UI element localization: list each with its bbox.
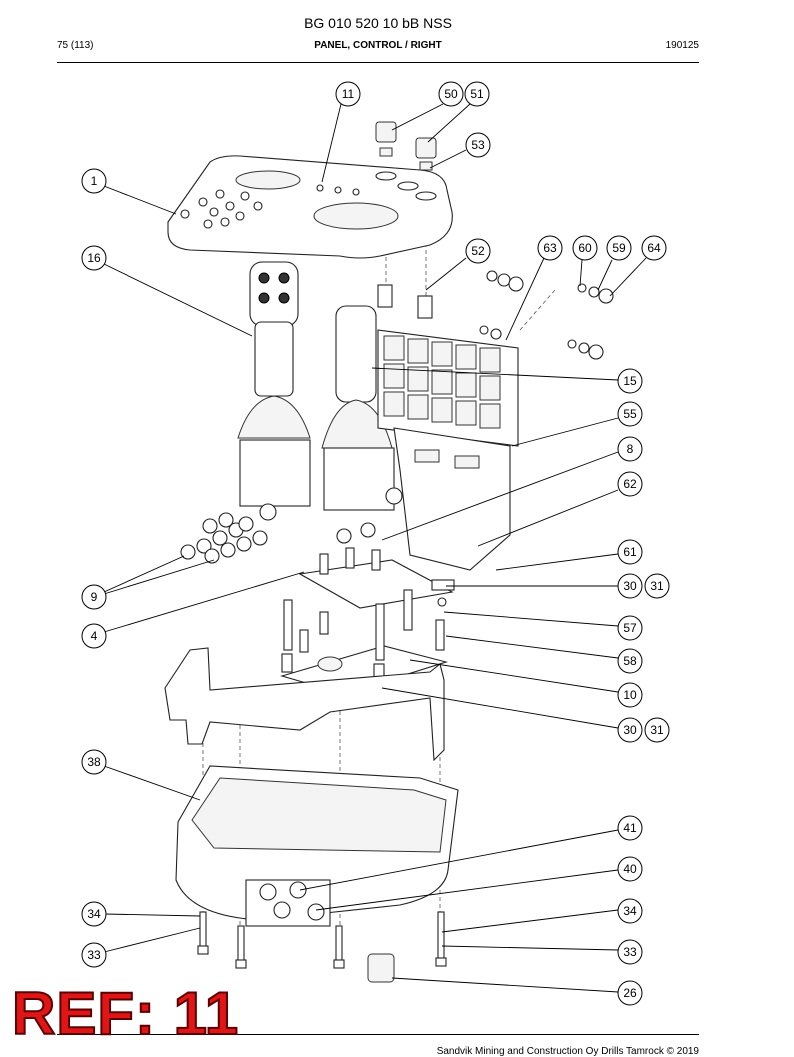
svg-text:61: 61 (623, 545, 637, 559)
callout-16: 16 (81, 245, 107, 271)
callout-34-right: 34 (617, 898, 643, 924)
callout-55: 55 (617, 401, 643, 427)
callout-63: 63 (537, 235, 563, 261)
callout-11: 11 (335, 81, 361, 107)
callout-1: 1 (81, 168, 107, 194)
svg-text:53: 53 (471, 138, 485, 152)
copyright-footer: Sandvik Mining and Construction Oy Drill… (436, 1046, 699, 1057)
svg-text:8: 8 (627, 442, 634, 456)
leader-lines (103, 103, 647, 993)
svg-text:31: 31 (650, 723, 664, 737)
callout-58: 58 (617, 648, 643, 674)
callout-26: 26 (617, 980, 643, 1006)
callout-53: 53 (465, 132, 491, 158)
svg-text:57: 57 (623, 621, 637, 635)
svg-text:15: 15 (623, 374, 637, 388)
svg-text:50: 50 (444, 87, 458, 101)
svg-text:59: 59 (612, 241, 626, 255)
rubber-buttons (180, 512, 376, 564)
svg-text:30: 30 (623, 579, 637, 593)
top-cover-plate (167, 155, 453, 259)
reference-stamp: REF: 11 (11, 980, 240, 1047)
toggle-switches (377, 284, 433, 319)
mounting-plate-upper (298, 547, 455, 609)
callout-34-left: 34 (81, 901, 107, 927)
callout-8: 8 (617, 436, 643, 462)
svg-text:11: 11 (342, 87, 355, 101)
header-rule (57, 62, 699, 63)
svg-text:33: 33 (87, 948, 101, 962)
callout-60: 60 (572, 235, 598, 261)
svg-text:52: 52 (471, 244, 485, 258)
callout-51: 51 (464, 81, 490, 107)
callout-41: 41 (617, 815, 643, 841)
joystick-right (321, 305, 403, 511)
svg-text:41: 41 (623, 821, 637, 835)
callout-57: 57 (617, 615, 643, 641)
callout-9: 9 (81, 584, 107, 610)
svg-text:10: 10 (623, 688, 637, 702)
callout-50: 50 (438, 81, 464, 107)
panel-frame (164, 647, 445, 762)
svg-text:9: 9 (91, 590, 98, 604)
callout-52: 52 (465, 238, 491, 264)
callout-4: 4 (81, 623, 107, 649)
control-knobs (375, 121, 437, 171)
svg-text:30: 30 (623, 723, 637, 737)
svg-text:31: 31 (650, 579, 664, 593)
callout-62: 62 (617, 471, 643, 497)
svg-text:58: 58 (623, 654, 637, 668)
section-title: PANEL, CONTROL / RIGHT (314, 40, 442, 51)
svg-text:63: 63 (543, 241, 557, 255)
callout-30-upper: 30 (617, 573, 643, 599)
page-number: 75 (113) (57, 40, 94, 51)
svg-text:60: 60 (578, 241, 592, 255)
svg-text:16: 16 (87, 251, 101, 265)
bottom-screws (197, 911, 447, 983)
svg-text:51: 51 (470, 87, 484, 101)
keypad-module (377, 329, 519, 571)
callout-30-lower: 30 (617, 717, 643, 743)
svg-text:34: 34 (87, 907, 101, 921)
callout-10: 10 (617, 682, 643, 708)
svg-text:26: 26 (623, 986, 637, 1000)
footer-rule (57, 1034, 699, 1035)
svg-text:4: 4 (91, 629, 98, 643)
svg-text:38: 38 (87, 755, 101, 769)
svg-text:55: 55 (623, 407, 637, 421)
callout-31-lower: 31 (644, 717, 670, 743)
document-title: BG 010 520 10 bB NSS (304, 15, 452, 31)
svg-text:34: 34 (623, 904, 637, 918)
callout-61: 61 (617, 539, 643, 565)
svg-text:1: 1 (91, 174, 98, 188)
callout-31-upper: 31 (644, 573, 670, 599)
svg-text:64: 64 (647, 241, 661, 255)
callout-59: 59 (606, 235, 632, 261)
callout-33-left: 33 (81, 942, 107, 968)
revision-date: 190125 (665, 40, 699, 51)
callout-15: 15 (617, 368, 643, 394)
keypad-keys (383, 335, 501, 429)
callout-64: 64 (641, 235, 667, 261)
svg-text:33: 33 (623, 945, 637, 959)
cover-holes (180, 184, 360, 229)
callout-40: 40 (617, 856, 643, 882)
callout-38: 38 (81, 749, 107, 775)
bottom-housing (175, 765, 459, 927)
svg-text:40: 40 (623, 862, 637, 876)
svg-text:62: 62 (623, 477, 637, 491)
callout-33-right: 33 (617, 939, 643, 965)
joystick-left (237, 261, 311, 521)
